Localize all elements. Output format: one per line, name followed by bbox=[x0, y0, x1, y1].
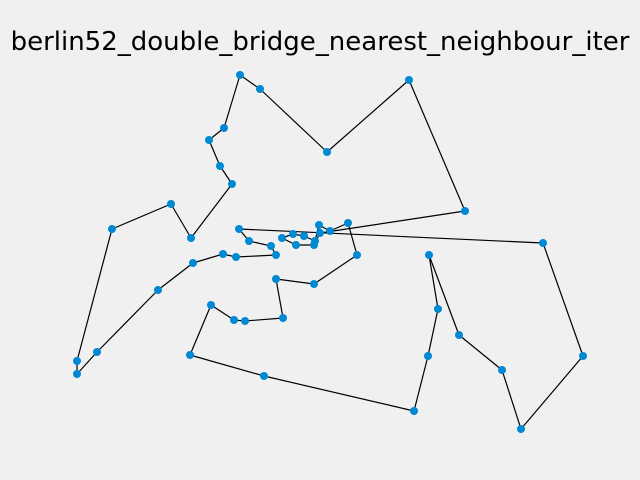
tour-edge bbox=[244, 317, 284, 322]
city-point bbox=[539, 239, 547, 247]
city-point bbox=[241, 317, 249, 325]
tour-edge bbox=[189, 304, 212, 356]
tour-edge bbox=[542, 242, 584, 357]
city-point bbox=[216, 162, 224, 170]
tour-edge bbox=[235, 254, 277, 258]
tour-edge bbox=[263, 375, 415, 412]
city-point bbox=[310, 280, 318, 288]
city-point bbox=[517, 425, 525, 433]
city-point bbox=[579, 352, 587, 360]
tour-edge bbox=[170, 203, 192, 239]
city-point bbox=[498, 366, 506, 374]
city-point bbox=[405, 76, 413, 84]
city-point bbox=[434, 305, 442, 313]
tour-edge bbox=[413, 355, 429, 412]
tour-edge bbox=[428, 254, 439, 310]
city-point bbox=[230, 316, 238, 324]
tour-edge bbox=[259, 88, 328, 153]
city-point bbox=[410, 407, 418, 415]
city-point bbox=[455, 331, 463, 339]
city-point bbox=[187, 234, 195, 242]
city-point bbox=[167, 200, 175, 208]
city-point bbox=[344, 219, 352, 227]
tour-edge bbox=[189, 354, 265, 377]
city-point bbox=[186, 351, 194, 359]
city-point bbox=[228, 180, 236, 188]
tour-edge bbox=[192, 253, 224, 264]
city-point bbox=[353, 251, 361, 259]
city-point bbox=[232, 253, 240, 261]
tour-edge bbox=[223, 74, 241, 129]
tour-edge bbox=[458, 334, 503, 371]
city-point bbox=[315, 221, 323, 229]
city-point bbox=[245, 237, 253, 245]
tour-edge bbox=[520, 355, 584, 430]
tour-edge bbox=[190, 183, 233, 239]
tour-edge bbox=[239, 74, 261, 90]
city-point bbox=[326, 227, 334, 235]
tour-edge bbox=[427, 308, 439, 357]
tour-edge bbox=[501, 369, 522, 430]
city-point bbox=[93, 348, 101, 356]
tour-edge bbox=[96, 289, 159, 353]
city-point bbox=[73, 357, 81, 365]
city-point bbox=[316, 229, 324, 237]
city-point bbox=[461, 207, 469, 215]
city-point bbox=[108, 225, 116, 233]
city-point bbox=[278, 234, 286, 242]
city-point bbox=[260, 372, 268, 380]
city-point bbox=[189, 259, 197, 267]
city-point bbox=[272, 275, 280, 283]
tour-edge bbox=[275, 278, 284, 319]
tour-edge bbox=[208, 139, 221, 167]
city-point bbox=[73, 370, 81, 378]
city-point bbox=[205, 136, 213, 144]
city-point bbox=[272, 251, 280, 259]
city-point bbox=[323, 148, 331, 156]
tour-edge bbox=[319, 210, 466, 234]
city-point bbox=[425, 251, 433, 259]
city-point bbox=[267, 242, 275, 250]
city-points bbox=[73, 71, 587, 433]
city-point bbox=[310, 241, 318, 249]
city-point bbox=[220, 124, 228, 132]
tour-edge bbox=[238, 228, 544, 244]
city-point bbox=[300, 232, 308, 240]
tour-edge bbox=[111, 203, 172, 230]
city-point bbox=[279, 314, 287, 322]
tour-edge bbox=[313, 254, 358, 285]
city-point bbox=[292, 241, 300, 249]
city-point bbox=[424, 352, 432, 360]
city-point bbox=[236, 71, 244, 79]
city-point bbox=[256, 85, 264, 93]
tour-edge bbox=[428, 254, 460, 336]
tour-edge bbox=[275, 278, 315, 285]
city-point bbox=[289, 230, 297, 238]
city-point bbox=[219, 250, 227, 258]
tour-edge bbox=[76, 228, 113, 362]
tour-edge bbox=[157, 262, 194, 291]
city-point bbox=[154, 286, 162, 294]
tour-edge bbox=[408, 79, 466, 212]
tour-edge bbox=[76, 351, 98, 375]
chart-title: berlin52_double_bridge_nearest_neighbour… bbox=[11, 27, 630, 57]
tour-edge bbox=[326, 79, 410, 153]
city-point bbox=[207, 301, 215, 309]
tour-edge bbox=[210, 304, 235, 321]
city-point bbox=[235, 225, 243, 233]
